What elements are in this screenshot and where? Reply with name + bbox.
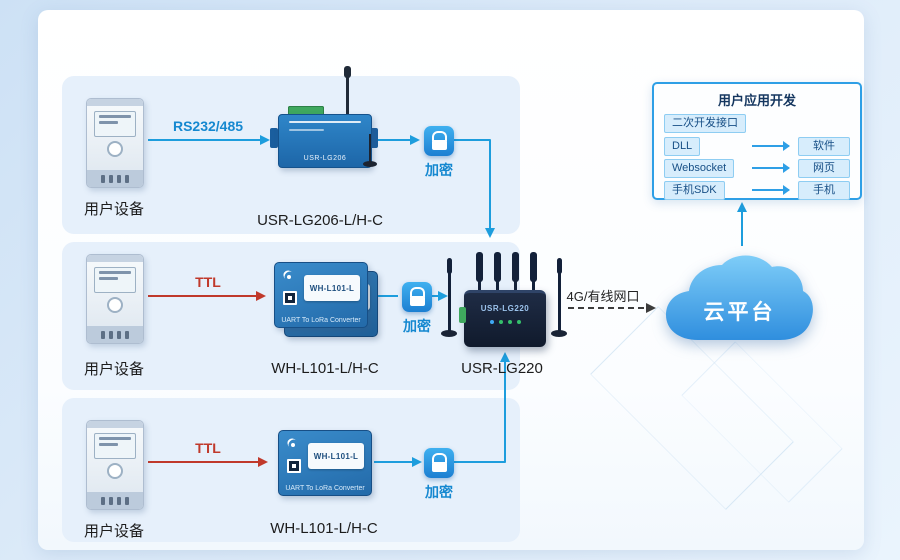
lock-body <box>431 140 447 150</box>
app-box-title: 用户应用开发 <box>717 93 796 108</box>
qr-code-icon <box>283 291 297 305</box>
cloud-shape <box>662 250 817 348</box>
meter-dial <box>107 463 123 479</box>
meter-terminals <box>87 170 143 187</box>
meter-screen <box>94 433 136 459</box>
lora-module: WH-L101-L UART To LoRa Converter <box>278 430 372 496</box>
encryption-lock-icon <box>424 126 454 156</box>
lg206-mount-ear <box>370 128 378 148</box>
dll-chip: DLL <box>664 136 701 156</box>
row1-device-label: 用户设备 <box>83 201 144 218</box>
interface-chip: 二次开发接口 <box>664 114 746 133</box>
link-from-cell: DLL <box>664 136 750 156</box>
module-marking: WH-L101-L <box>309 283 355 293</box>
lock-shackle <box>431 453 447 463</box>
lg206-device: USR-LG206 <box>270 66 378 180</box>
router-external-antenna-icon <box>440 258 458 352</box>
link-from-cell: 手机SDK <box>664 180 750 200</box>
cloud-label: 云平台 <box>703 301 776 324</box>
arrow-right-icon <box>752 162 790 173</box>
link-to-cell: 手机 <box>798 180 850 200</box>
meter-device <box>86 254 144 344</box>
link-to-cell: 网页 <box>798 158 850 178</box>
row2-module-label: WH-L101-L/H-C <box>271 360 379 377</box>
meter-device <box>86 420 144 510</box>
meter-dial <box>107 297 123 313</box>
lock-body <box>409 296 425 306</box>
router-leds <box>464 320 546 324</box>
lg206-print-lines <box>279 121 371 131</box>
meter-screen <box>94 267 136 293</box>
gateway-label: USR-LG220 <box>461 360 543 377</box>
lg206-terminal-block <box>288 106 324 115</box>
phone-chip: 手机 <box>798 180 850 200</box>
software-chip: 软件 <box>798 136 850 156</box>
router-antenna-icon <box>476 252 483 292</box>
row1-module-label: USR-LG206-L/H-C <box>257 212 383 229</box>
sdk-chip: 手机SDK <box>664 180 725 200</box>
meter-dial <box>107 141 123 157</box>
lock-shackle <box>409 287 425 297</box>
row3-module-label: WH-L101-L/H-C <box>270 520 378 537</box>
qr-code-icon <box>287 459 301 473</box>
row2-device-label: 用户设备 <box>83 361 144 378</box>
row2-protocol-label: TTL <box>195 274 221 290</box>
arrow-right-icon <box>752 184 790 195</box>
app-link-row: DLL 软件 <box>664 136 850 156</box>
app-link-row: 手机SDK 手机 <box>664 180 850 200</box>
meter-device <box>86 98 144 188</box>
module-label-plate: WH-L101-L <box>308 443 364 469</box>
arrow-right-icon <box>752 140 790 151</box>
router-antenna-icon <box>530 252 537 292</box>
lg206-mount-ear <box>270 128 278 148</box>
lock-body <box>431 462 447 472</box>
router-external-antenna-icon <box>550 258 568 352</box>
router-terminal <box>459 307 466 323</box>
encryption-lock-icon <box>402 282 432 312</box>
meter-terminals <box>87 492 143 509</box>
meter-top <box>87 421 143 428</box>
router-antenna-icon <box>494 252 501 292</box>
meter-top <box>87 255 143 262</box>
app-development-box: 用户应用开发 二次开发接口 DLL 软件 Websocket 网页 手机SDK … <box>652 82 862 200</box>
row2-encrypt-label: 加密 <box>403 318 431 334</box>
router-marking: USR-LG220 <box>480 304 530 313</box>
lora-module: WH-L101-L UART To LoRa Converter <box>274 262 368 328</box>
link-from-cell: Websocket <box>664 158 750 178</box>
module-marking: WH-L101-L <box>313 451 359 461</box>
antenna-glyph-icon <box>284 436 296 448</box>
lg206-magnetic-antenna-icon <box>362 134 378 174</box>
row3-device-label: 用户设备 <box>83 523 144 540</box>
antenna-glyph-icon <box>280 268 292 280</box>
app-link-row: Websocket 网页 <box>664 158 850 178</box>
encryption-lock-icon <box>424 448 454 478</box>
module-subtitle: UART To LoRa Converter <box>281 317 361 324</box>
websocket-chip: Websocket <box>664 158 735 178</box>
router-body: USR-LG220 <box>459 290 546 347</box>
lg206-body: USR-LG206 <box>278 114 372 168</box>
meter-screen <box>94 111 136 137</box>
lg220-gateway: USR-LG220 <box>441 246 567 350</box>
router-antenna-icon <box>512 252 519 292</box>
lock-shackle <box>431 131 447 141</box>
lg206-antenna-icon <box>344 66 351 116</box>
row3-encrypt-label: 加密 <box>425 484 453 500</box>
uplink-label: 4G/有线网口 <box>566 289 640 304</box>
module-label-plate: WH-L101-L <box>304 275 360 301</box>
module-subtitle: UART To LoRa Converter <box>285 485 365 492</box>
row1-protocol-label: RS232/485 <box>172 118 244 134</box>
meter-terminals <box>87 326 143 343</box>
cloud-icon <box>666 255 813 340</box>
lg206-marking: USR-LG206 <box>303 155 347 162</box>
app-interface-row: 二次开发接口 <box>664 114 850 133</box>
lora-module-stack: WH-L101-L UART To LoRa Converter <box>274 262 378 338</box>
link-to-cell: 软件 <box>798 136 850 156</box>
row3-protocol-label: TTL <box>195 440 221 456</box>
row1-encrypt-label: 加密 <box>425 162 453 178</box>
webpage-chip: 网页 <box>798 158 850 178</box>
meter-top <box>87 99 143 106</box>
